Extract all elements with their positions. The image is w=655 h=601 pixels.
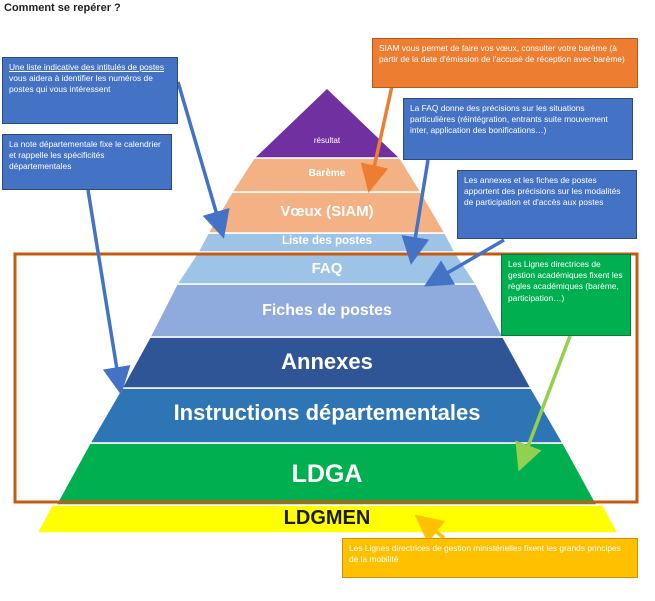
- academic-frame: [13, 252, 639, 504]
- arrow-annexes: [423, 238, 505, 287]
- label-ldgmen: LDGMEN: [283, 507, 371, 529]
- arrow-ldgmen: [414, 514, 446, 544]
- label-bareme: Barème: [308, 168, 346, 179]
- label-faq: FAQ: [311, 260, 343, 277]
- callout-ldgmen: Les Lignes directrices de gestion minist…: [342, 538, 638, 578]
- arrow-liste: [176, 81, 230, 239]
- callout-note: La note départementale fixe le calendrie…: [2, 134, 172, 190]
- callout-annexes: Les annexes et les fiches de postes appo…: [457, 170, 637, 239]
- page-title: Comment se repérer ?: [4, 2, 121, 14]
- arrow-ldga: [515, 335, 572, 472]
- label-voeux: Vœux (SIAM): [280, 203, 374, 220]
- label-instructions: Instructions départementales: [173, 400, 481, 425]
- callout-liste-text: vous aidera à identifier les numéros de …: [9, 73, 153, 95]
- arrow-faq: [401, 159, 430, 265]
- callout-faq: La FAQ donne des précisions sur les situ…: [403, 98, 633, 160]
- callout-liste: Une liste indicative des intitulés de po…: [2, 57, 178, 124]
- label-liste: Liste des postes: [281, 235, 373, 247]
- callout-ldga: Les Lignes directrices de gestion académ…: [501, 254, 631, 336]
- label-ldga: LDGA: [291, 460, 363, 488]
- callout-liste-link[interactable]: Une liste indicative des intitulés de po…: [9, 62, 165, 72]
- label-fiches: Fiches de postes: [262, 302, 392, 319]
- arrow-note: [86, 189, 131, 395]
- label-annexes: Annexes: [281, 349, 373, 374]
- label-resultat: résultat: [313, 136, 341, 145]
- callout-siam: SIAM vous permet de faire vos vœux, cons…: [372, 38, 638, 88]
- tier-resultat: [252, 86, 402, 159]
- arrow-siam: [360, 85, 394, 193]
